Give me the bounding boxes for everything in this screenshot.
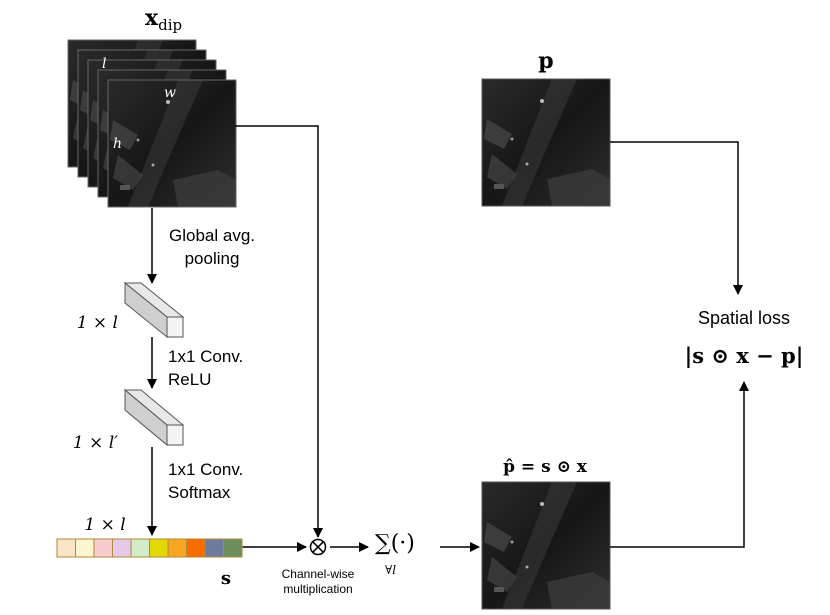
- conv-relu-block: [123, 388, 185, 447]
- conv-relu-label-line2: ReLU: [168, 370, 211, 389]
- block1-dim-label: 1 × l: [77, 313, 118, 333]
- loss-formula: |s ⊙ x − p|: [685, 343, 804, 368]
- vector-cell: [93, 538, 113, 558]
- target-image-label: p: [538, 48, 553, 74]
- vector-cell: [204, 538, 224, 558]
- vector-name-label: s: [221, 568, 231, 589]
- vector-cell: [186, 538, 206, 558]
- pooling-label-line1: Global avg.: [169, 226, 255, 245]
- vector-cell: [223, 538, 243, 558]
- sum-subscript: ∀l: [385, 563, 396, 577]
- output-image-label: p̂ = s ⊙ x: [503, 457, 588, 477]
- stack-dim-h: h: [113, 136, 122, 152]
- vector-dim-label: 1 × l: [84, 515, 125, 535]
- input-image-stack: [67, 39, 237, 208]
- weight-vector: [56, 538, 243, 558]
- vector-cell: [149, 538, 169, 558]
- stack-dim-l: l: [102, 56, 106, 72]
- stack-layer: [107, 79, 237, 208]
- sum-operator: ∑(·): [375, 531, 415, 556]
- stack-dim-w: w: [164, 85, 176, 101]
- vector-cell: [75, 538, 95, 558]
- stack-title: xdip: [145, 5, 182, 34]
- loss-title: Spatial loss: [698, 308, 790, 328]
- vector-cell: [56, 538, 76, 558]
- conv-softmax-label-line1: 1x1 Conv.: [168, 460, 243, 479]
- vector-cell: [112, 538, 132, 558]
- vector-cell: [167, 538, 187, 558]
- conv-relu-label-line1: 1x1 Conv.: [168, 347, 243, 366]
- conv-softmax-label-line2: Softmax: [168, 483, 231, 502]
- arrow-stack-to-multiply: [235, 125, 323, 538]
- arrow-target-to-loss: [610, 141, 743, 295]
- block2-dim-label: 1 × l′: [73, 433, 118, 453]
- pooling-label-line2: pooling: [185, 249, 240, 268]
- multiply-operator-icon: [309, 538, 327, 556]
- vector-cell: [130, 538, 150, 558]
- output-image: [481, 481, 611, 610]
- arrow-output-to-loss: [610, 381, 749, 548]
- target-image: [481, 78, 611, 207]
- multiply-label-line1: Channel-wise: [282, 567, 355, 581]
- multiply-label-line2: multiplication: [283, 582, 352, 596]
- pooling-block: [123, 281, 185, 339]
